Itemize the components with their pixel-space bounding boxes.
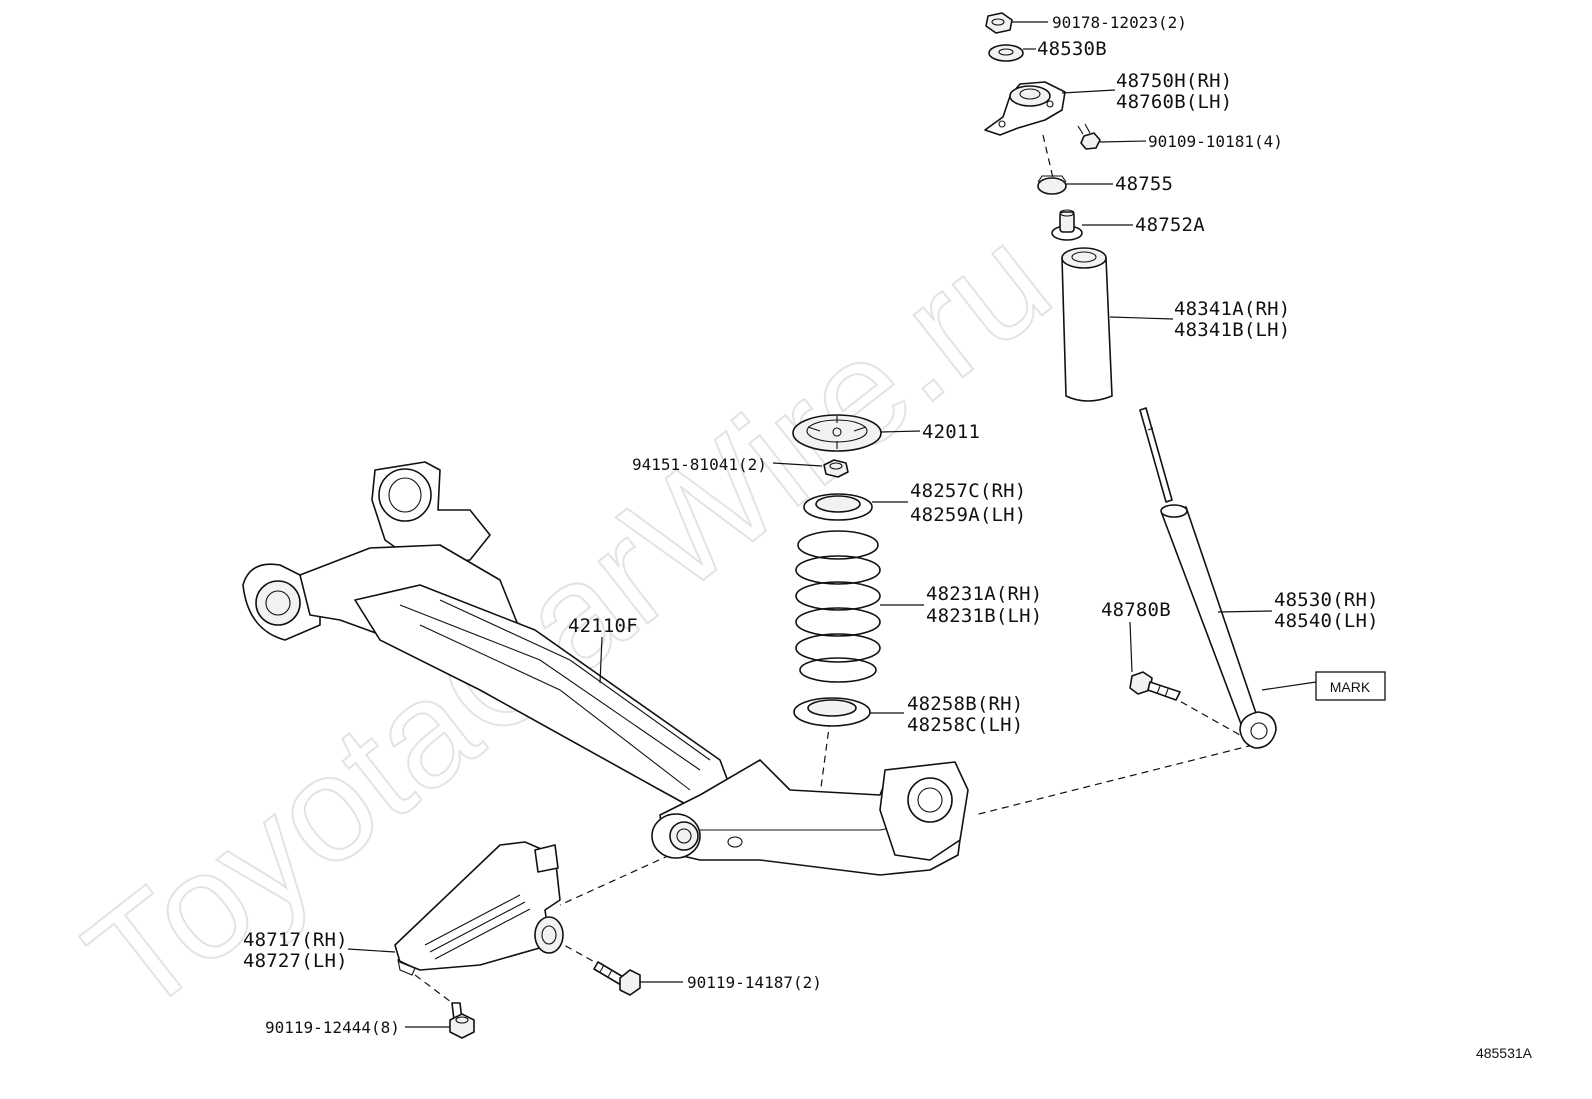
label-lower-ins-rh: 48258B(RH) <box>907 693 1023 715</box>
bolt-90119-12444-icon <box>449 1002 475 1039</box>
label-bolt-90119-12444: 90119-12444(8) <box>265 1018 400 1037</box>
nut-94151-icon <box>823 459 849 478</box>
label-bumper-48752a: 48752A <box>1135 214 1205 236</box>
dust-cover-icon <box>1061 247 1113 402</box>
leader-lines <box>347 21 1273 1028</box>
bracket-icon <box>394 841 564 976</box>
label-absorber-rh: 48530(RH) <box>1274 589 1379 611</box>
upper-insulator-icon <box>803 493 873 521</box>
part-labels: 90178-12023(2) 48530B 48750H(RH) 48760B(… <box>243 13 1379 1037</box>
bolt-90109-icon <box>1077 123 1101 150</box>
label-bolt-90109: 90109-10181(4) <box>1148 132 1283 151</box>
label-bracket-lh: 48727(LH) <box>243 950 348 972</box>
label-insulator-48530b: 48530B <box>1037 38 1107 60</box>
label-bracket-rh: 48717(RH) <box>243 929 348 951</box>
mark-label: MARK <box>1330 679 1371 695</box>
label-lower-ins-lh: 48258C(LH) <box>907 714 1023 736</box>
coil-spring-icon <box>795 530 881 683</box>
bolt-90119-14187-icon <box>593 961 641 996</box>
label-support-lh: 48760B(LH) <box>1116 91 1232 113</box>
label-support-rh: 48750H(RH) <box>1116 70 1232 92</box>
label-bolt-90119-14187: 90119-14187(2) <box>687 973 822 992</box>
label-absorber-lh: 48540(LH) <box>1274 610 1379 632</box>
label-bolt-48780b: 48780B <box>1101 599 1171 621</box>
mark-box <box>1315 671 1386 701</box>
label-cover-lh: 48341B(LH) <box>1174 319 1290 341</box>
bolt-48780b-icon <box>1129 671 1181 701</box>
cushion-48755-icon <box>1037 175 1067 195</box>
label-cushion-48755: 48755 <box>1115 173 1173 195</box>
mark-callout: MARK <box>1261 671 1386 701</box>
axle-beam-icon <box>242 461 969 876</box>
figure-id: 485531A <box>1476 1045 1533 1061</box>
label-beam-42110f: 42110F <box>568 615 638 637</box>
lower-insulator-icon <box>793 697 871 727</box>
label-upper-ins-lh: 48259A(LH) <box>910 504 1026 526</box>
label-spring-lh: 48231B(LH) <box>926 605 1042 627</box>
label-upper-ins-rh: 48257C(RH) <box>910 480 1026 502</box>
spring-seat-42011-icon <box>792 414 882 452</box>
label-spring-rh: 48231A(RH) <box>926 583 1042 605</box>
label-nut-94151: 94151-81041(2) <box>632 455 767 474</box>
nut-90178-icon <box>985 12 1013 34</box>
label-nut-90178: 90178-12023(2) <box>1052 13 1187 32</box>
insulator-48530b-icon <box>988 44 1024 62</box>
label-seat-42011: 42011 <box>922 421 980 443</box>
label-cover-rh: 48341A(RH) <box>1174 298 1290 320</box>
support-mount-icon <box>984 81 1066 136</box>
bumper-48752a-icon <box>1051 209 1083 241</box>
shock-absorber-icon <box>1139 407 1277 749</box>
